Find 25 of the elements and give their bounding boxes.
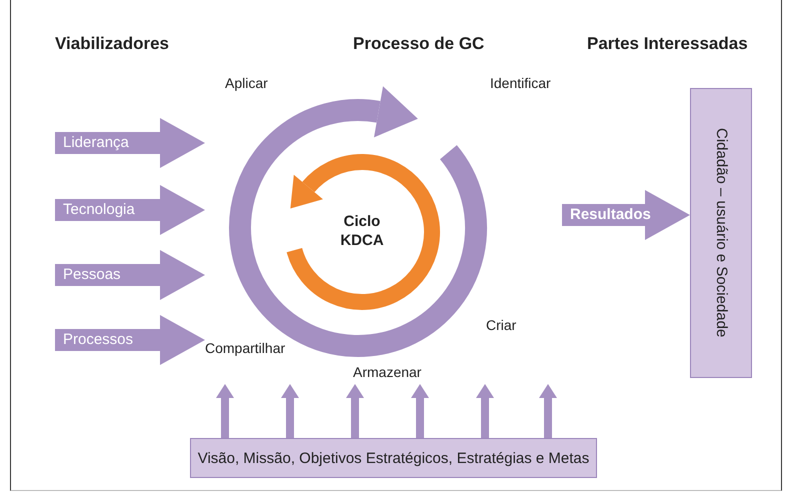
stage-label: Identificar <box>490 75 551 91</box>
arrow <box>281 384 299 438</box>
stage-label: Compartilhar <box>205 340 286 356</box>
arrow <box>539 384 557 438</box>
column-heading: Viabilizadores <box>55 34 170 54</box>
column-heading: Processo de GC <box>353 34 484 54</box>
base-bar: Visão, Missão, Objetivos Estratégicos, Estratégias e Metas <box>190 438 597 478</box>
column-heading: Partes Interessadas <box>587 34 748 54</box>
block-arrow <box>55 250 205 300</box>
edge-label: Liderança <box>61 134 131 152</box>
stage-label: Armazenar <box>353 364 422 380</box>
stakeholder-box <box>690 88 752 378</box>
cycle-title: Ciclo KDCA <box>339 212 385 250</box>
stakeholder-text: Cidadão – usuário e Sociedade <box>712 127 731 340</box>
arrow <box>346 384 364 438</box>
arrow <box>216 384 234 438</box>
block-arrow <box>562 190 690 240</box>
stage-label: Criar <box>486 317 516 333</box>
block-arrow <box>55 185 205 235</box>
arrow <box>476 384 494 438</box>
block-arrow <box>55 315 205 365</box>
arrow <box>411 384 429 438</box>
stage-label: Aplicar <box>225 75 268 91</box>
edge-label: Tecnologia <box>61 201 137 219</box>
block-arrow <box>55 118 205 168</box>
